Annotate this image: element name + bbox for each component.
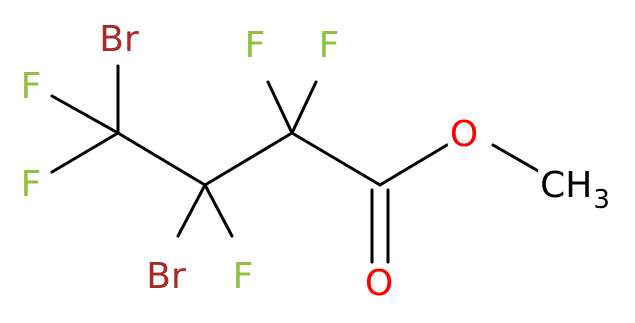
bond-c1-c2	[116, 131, 207, 187]
bond-c4-oester	[378, 143, 449, 187]
bond-c1-f-upper	[50, 94, 120, 135]
bond-c2-c3	[203, 131, 294, 187]
atom-o-ester: O	[447, 114, 481, 155]
atom-f-mid-left: F	[18, 164, 44, 205]
bond-c2-f	[203, 183, 234, 238]
atom-br-bottom: Br	[144, 256, 188, 297]
bond-c2-br	[176, 183, 207, 238]
atom-f-top-left: F	[18, 66, 44, 107]
bond-c3-f-right	[290, 80, 318, 135]
atom-o-carbonyl: O	[362, 263, 396, 304]
bond-oester-methyl	[491, 143, 542, 174]
atom-methyl: CH3	[538, 165, 612, 213]
bond-c1-f-lower	[50, 131, 120, 174]
atom-methyl-subscript: 3	[593, 185, 610, 215]
atom-methyl-label: CH	[540, 165, 593, 206]
bond-c3-f-left	[266, 80, 294, 135]
bond-c3-c4	[290, 131, 382, 187]
atom-f-top-b: F	[316, 25, 342, 66]
atom-f-top-a: F	[242, 25, 268, 66]
atom-br-top: Br	[97, 19, 141, 60]
atom-f-bottom: F	[230, 256, 256, 297]
